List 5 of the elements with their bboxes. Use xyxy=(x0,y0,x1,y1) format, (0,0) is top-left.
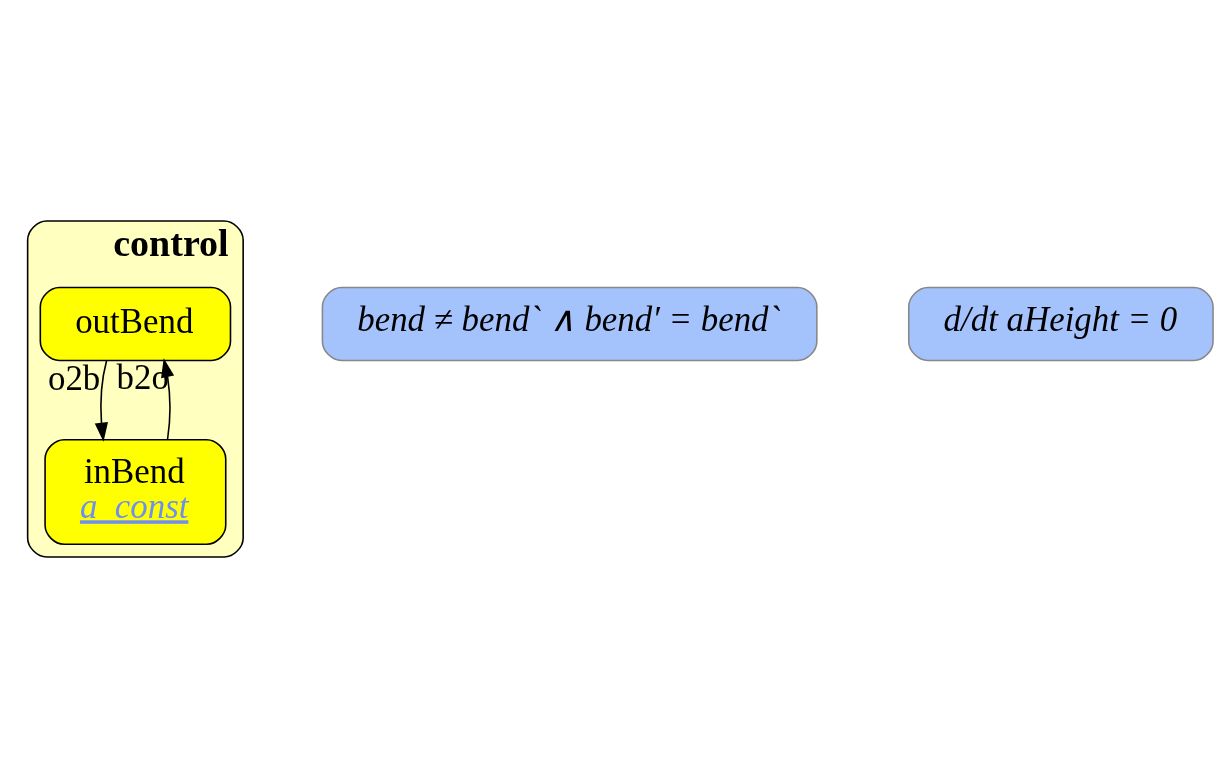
node-box: outBend xyxy=(39,286,232,362)
node-box: d/dt aHeight = 0 xyxy=(907,286,1214,362)
node-box: bend ≠ bend` ∧ bend′ = bend` xyxy=(321,286,818,362)
arrow xyxy=(94,359,109,442)
node-box: inBend a_const xyxy=(44,438,227,546)
